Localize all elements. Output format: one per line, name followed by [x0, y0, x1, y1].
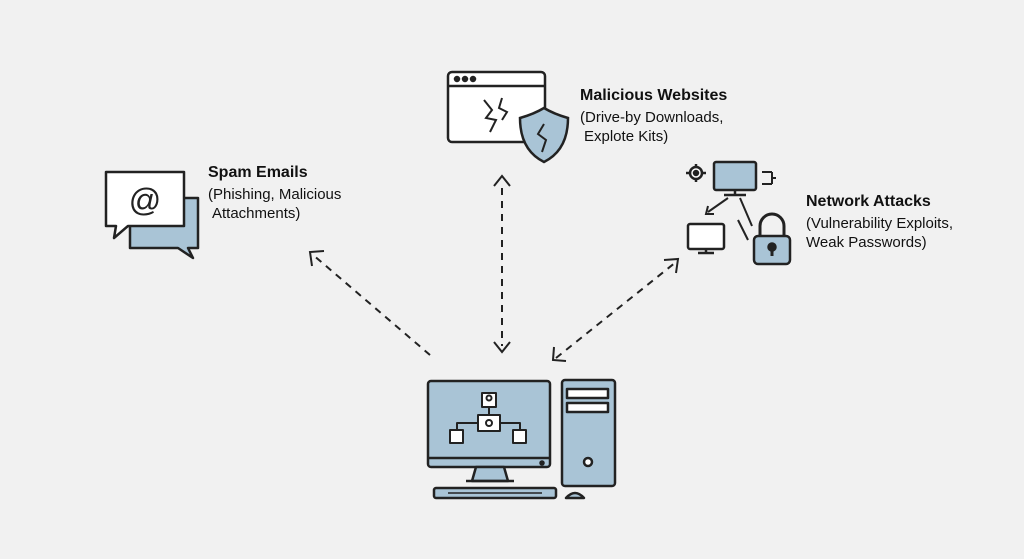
network-attacks-detail-line1: (Vulnerability Exploits, — [806, 215, 954, 232]
arrow-to-spam — [308, 250, 431, 356]
malicious-websites-detail-line2: Explote Kits) — [584, 127, 669, 145]
svg-text:@: @ — [129, 182, 161, 218]
network-attacks-label: Network Attacks (Vulnerability Exploits,… — [806, 192, 953, 253]
arrow-to-network — [551, 257, 680, 362]
malicious-websites-title: Malicious Websites — [580, 87, 728, 104]
screen-network-diagram — [449, 392, 527, 444]
spam-emails-detail-line1: (Phishing, Malicious — [208, 186, 342, 203]
network-attacks-detail-line2: Weak Passwords) — [806, 233, 927, 251]
network-computers-padlock-icon — [686, 160, 792, 266]
spam-emails-title: Spam Emails — [208, 164, 308, 181]
network-attacks-title: Network Attacks — [806, 193, 931, 210]
desktop-computer-icon — [426, 378, 617, 500]
spam-emails-detail-line2: Attachments) — [212, 204, 301, 222]
at-sign-speech-bubble-icon: @ — [104, 170, 200, 260]
connector-arrows — [308, 174, 680, 362]
spam-emails-label: Spam Emails (Phishing, Malicious Attachm… — [208, 163, 341, 224]
arrow-to-websites — [493, 174, 511, 354]
broken-browser-shield-icon — [446, 70, 570, 164]
malicious-websites-detail-line1: (Drive-by Downloads, — [580, 109, 724, 126]
malicious-websites-label: Malicious Websites (Drive-by Downloads, … — [580, 86, 727, 147]
